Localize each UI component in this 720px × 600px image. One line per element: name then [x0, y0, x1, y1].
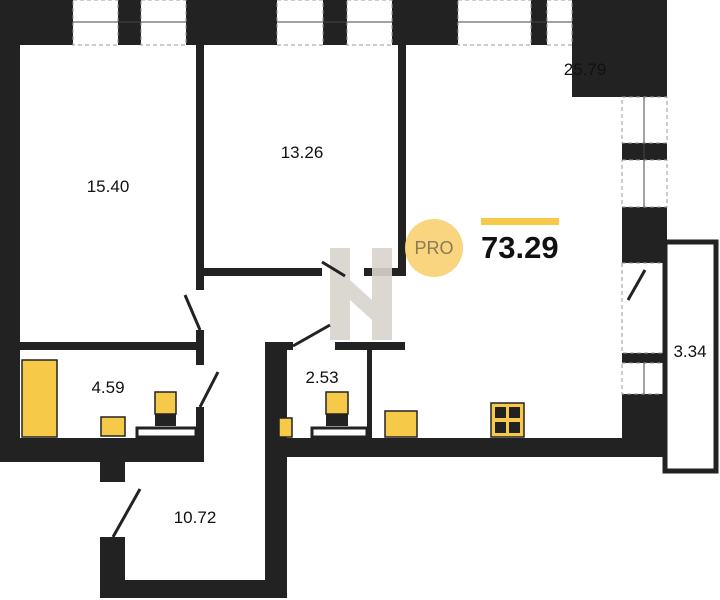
stove-burners: [155, 407, 520, 433]
room-area-bathroom: 4.59: [91, 378, 125, 397]
toilet-icon: [154, 391, 177, 415]
room-area-balcony: 3.34: [673, 342, 707, 361]
balcony-outline: [662, 239, 719, 474]
room-area-living-kitchen: 25.79: [563, 60, 607, 79]
total-area: 73.29: [481, 230, 559, 265]
walls: [0, 0, 667, 598]
kitchen-sink-icon: [384, 410, 418, 438]
window-mullions: [73, 21, 645, 394]
room-area-hallway: 10.72: [173, 508, 217, 527]
logo-watermark: [330, 248, 392, 340]
accent-bar: [481, 218, 559, 225]
room-area-bedroom-1: 15.40: [86, 177, 130, 196]
sink-icon: [100, 416, 126, 437]
sink-icon: [278, 417, 293, 438]
room-area-bedroom-2: 13.26: [280, 143, 324, 162]
pro-badge: PRO: [405, 219, 463, 277]
fixture-boxes: [135, 426, 369, 439]
toilet-icon: [325, 391, 349, 415]
room-area-toilet: 2.53: [305, 368, 339, 387]
bathtub-icon: [21, 359, 58, 438]
doors: [111, 260, 647, 538]
